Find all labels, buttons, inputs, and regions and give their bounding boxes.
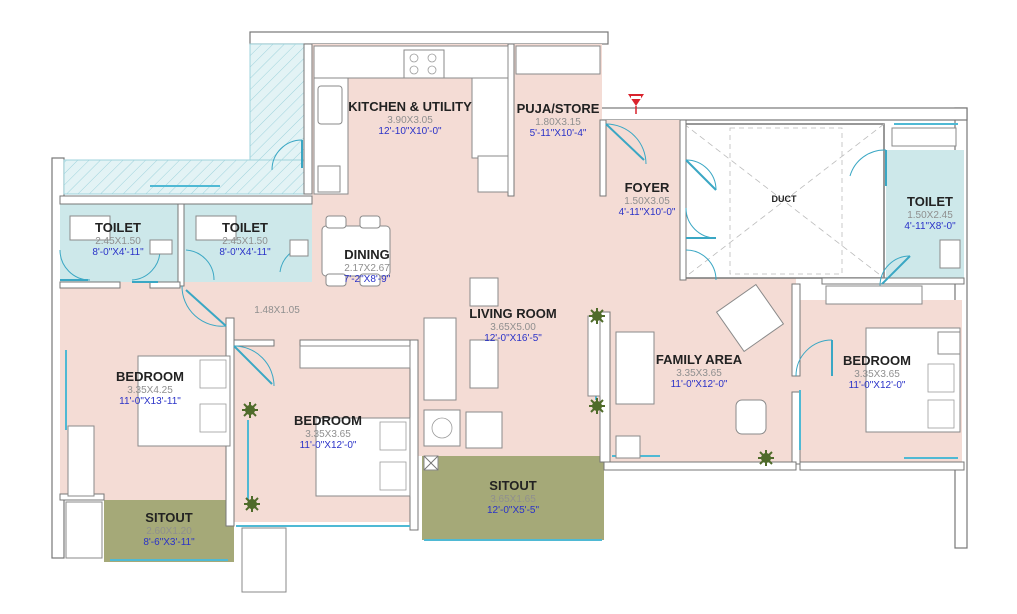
kitchen-name: KITCHEN & UTILITY xyxy=(348,99,472,114)
puja-name: PUJA/STORE xyxy=(517,101,600,116)
family-dim-m: 3.35X3.65 xyxy=(676,368,722,379)
passage-floor xyxy=(230,282,420,344)
family-dim-ft: 11'-0"X12'-0" xyxy=(671,379,728,390)
plant-icon xyxy=(758,450,774,466)
foyer-lower-floor xyxy=(600,196,690,276)
bed3-dim-m: 3.35X3.65 xyxy=(854,369,900,380)
bed1-dim-m: 3.35X4.25 xyxy=(127,385,173,396)
toilet-2-dim-ft: 8'-0"X4'-11" xyxy=(219,247,271,258)
kitchen-dim-ft: 12'-10"X10'-0" xyxy=(378,126,442,137)
dining-table xyxy=(321,215,391,287)
foyer-name: FOYER xyxy=(625,180,670,195)
sitout1-name: SITOUT xyxy=(145,510,192,525)
passage-dim: 1.48X1.05 xyxy=(254,305,300,316)
plant-icon xyxy=(244,496,260,512)
sitout2-name: SITOUT xyxy=(489,478,536,493)
bed2-dim-m: 3.35X3.65 xyxy=(305,429,351,440)
sitout-blocks xyxy=(65,455,439,593)
toilet-3-name: TOILET xyxy=(907,194,953,209)
dining-name: DINING xyxy=(344,247,390,262)
duct-cross-2 xyxy=(683,123,885,279)
kitchen-fixtures xyxy=(313,45,601,195)
living-furniture xyxy=(423,277,601,449)
beds xyxy=(67,327,961,497)
plant-icon xyxy=(242,402,258,418)
family-name: FAMILY AREA xyxy=(656,352,743,367)
living-dim-m: 3.65X5.00 xyxy=(490,322,536,333)
foyer-dim-ft: 4'-11"X10'-0" xyxy=(619,207,676,218)
foyer-floor xyxy=(602,120,682,210)
doors xyxy=(59,123,911,387)
duct-label: DUCT xyxy=(772,194,797,204)
bed2-dim-ft: 11'-0"X12'-0" xyxy=(300,440,357,451)
bed3-name: BEDROOM xyxy=(843,353,911,368)
living-dim-ft: 12'-0"X16'-5" xyxy=(484,333,542,344)
toilet-2-dim-m: 2.45X1.50 xyxy=(222,236,268,247)
duct-cross-1 xyxy=(683,123,885,279)
family-furniture xyxy=(615,283,923,459)
toilet-2-name: TOILET xyxy=(222,220,268,235)
sitout-1-floor xyxy=(104,500,234,562)
puja-dim-m: 1.80X3.15 xyxy=(535,117,581,128)
toilet-1-dim-ft: 8'-0"X4'-11" xyxy=(92,247,144,258)
plants xyxy=(242,308,774,512)
puja-dim-ft: 5'-11"X10'-4" xyxy=(530,128,587,139)
bed2-name: BEDROOM xyxy=(294,413,362,428)
living-name: LIVING ROOM xyxy=(469,306,556,321)
dining-dim-ft: 7'-2"X8'-9" xyxy=(344,274,391,285)
toilet-3-dim-m: 1.50X2.45 xyxy=(907,210,953,221)
bed1-dim-ft: 11'-0"X13'-11" xyxy=(119,396,181,407)
entrance-arrow-icon xyxy=(628,94,644,114)
bed1-name: BEDROOM xyxy=(116,369,184,384)
balcony-hatch-lower xyxy=(63,159,305,195)
plant-icon xyxy=(589,308,605,324)
plant-icon xyxy=(589,398,605,414)
toilet-3-dim-ft: 4'-11"X8'-0" xyxy=(904,221,956,232)
sitout1-dim-ft: 8'-6"X3'-11" xyxy=(143,537,195,548)
sitout2-dim-m: 3.65X1.65 xyxy=(490,494,536,505)
duct-inner xyxy=(729,127,843,275)
windows xyxy=(65,123,958,561)
kitchen-dim-m: 3.90X3.05 xyxy=(387,115,433,126)
sitout2-dim-ft: 12'-0"X5'-5" xyxy=(487,505,540,516)
sitout-2-floor xyxy=(422,456,604,540)
dining-dim-m: 2.17X2.67 xyxy=(344,263,390,274)
internal-walls xyxy=(59,43,965,531)
sitout1-dim-m: 2.60X1.20 xyxy=(146,526,192,537)
bed3-dim-ft: 11'-0"X12'-0" xyxy=(849,380,906,391)
toilet-1-name: TOILET xyxy=(95,220,141,235)
toilet-1-dim-m: 2.45X1.50 xyxy=(95,236,141,247)
foyer-dim-m: 1.50X3.05 xyxy=(624,196,670,207)
labels: KITCHEN & UTILITY 3.90X3.05 12'-10"X10'-… xyxy=(92,99,956,548)
toilet-fixtures xyxy=(69,127,961,269)
